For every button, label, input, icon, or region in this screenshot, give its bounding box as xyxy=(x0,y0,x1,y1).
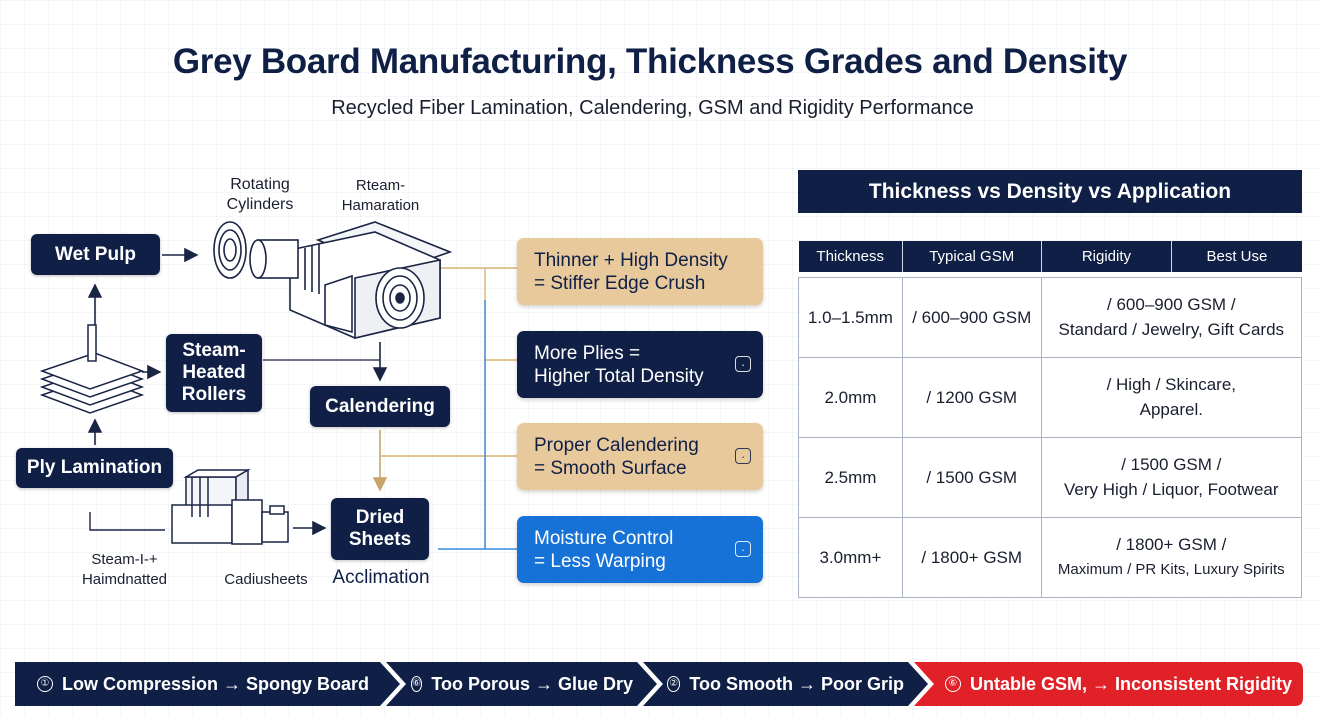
defect-4-text: Untable GSM, → Inconsistent Rigidity xyxy=(970,673,1293,694)
dried-sheets-line2: Sheets xyxy=(348,529,412,550)
defect-untable-gsm: ⑥ Untable GSM, → Inconsistent Rigidity xyxy=(917,662,1297,706)
rollers-label-line1: Steam- xyxy=(182,340,246,361)
node-calendering: Calendering xyxy=(310,386,450,427)
node-wet-pulp-label: Wet Pulp xyxy=(55,243,136,265)
insight-3-line2: = Smooth Surface xyxy=(534,457,687,479)
label-rotating-line2: Cylinders xyxy=(226,196,294,213)
page-subtitle: Recycled Fiber Lamination, Calendering, … xyxy=(331,97,974,119)
cell-thickness: 1.0–1.5mm xyxy=(798,276,903,358)
insight-card-more-plies: More Plies = Higher Total Density · xyxy=(517,331,763,398)
cell-rigidity-use: / 1800+ GSM / Maximum / PR Kits, Luxury … xyxy=(1040,516,1303,598)
label-acclimation: Acclimation xyxy=(332,567,430,588)
defects-banner: ① Low Compression → Spongy Board ⑥ Too P… xyxy=(15,662,1303,706)
cell-gsm: / 600–900 GSM xyxy=(901,276,1042,358)
label-rotating-cylinders: Rotating Cylinders xyxy=(205,175,315,215)
defect-4-number: ⑥ xyxy=(945,676,961,692)
cell-thickness: 3.0mm+ xyxy=(798,516,903,598)
info-icon: · xyxy=(735,355,751,372)
defects-banner-shapes xyxy=(15,662,1303,706)
cell-thickness: 2.5mm xyxy=(798,436,903,518)
label-steam-line1: Steam-I-+ xyxy=(91,551,158,568)
cell-rigidity-use: / 1500 GSM / Very High / Liquor, Footwea… xyxy=(1040,436,1303,518)
label-steam-line2: Haimdnatted xyxy=(81,571,168,588)
table-title: Thickness vs Density vs Application xyxy=(798,170,1302,213)
node-ply-lamination: Ply Lamination xyxy=(16,448,173,488)
defect-low-compression: ① Low Compression → Spongy Board xyxy=(9,662,379,706)
cell-thickness: 2.0mm xyxy=(798,356,903,438)
node-dried-sheets: Dried Sheets xyxy=(331,498,429,560)
stacked-sheets-illustration xyxy=(39,324,145,414)
defect-too-smooth: ② Too Smooth → Poor Grip xyxy=(639,662,904,706)
defect-segment-2-shape xyxy=(386,662,657,706)
insight-card-proper-calendering: Proper Calendering = Smooth Surface · xyxy=(517,423,763,490)
thickness-density-table: Thickness Typical GSM Rigidity Best Use … xyxy=(798,241,1303,598)
cell-gsm: / 1800+ GSM xyxy=(901,516,1042,598)
cell-rigidity-line2: Maximum / PR Kits, Luxury Spirits xyxy=(1057,561,1285,578)
insight-4-line1: Moisture Control xyxy=(534,527,674,549)
defect-1-text: Low Compression → Spongy Board xyxy=(62,673,370,694)
insight-2-line2: Higher Total Density xyxy=(534,365,704,387)
node-steam-heated-rollers: Steam- Heated Rollers xyxy=(166,334,262,412)
defect-too-porous: ⑥ Too Porous → Glue Dry xyxy=(383,662,633,706)
info-icon: · xyxy=(735,447,751,464)
cell-gsm: / 1200 GSM xyxy=(901,356,1042,438)
cell-rigidity-use: / High / Skincare, Apparel. xyxy=(1040,356,1303,438)
defect-2-text: Too Porous → Glue Dry xyxy=(431,673,633,694)
defect-2-number: ⑥ xyxy=(411,676,423,692)
cell-rigidity-line1: / 1500 GSM / xyxy=(1121,455,1222,474)
defect-3-text: Too Smooth → Poor Grip xyxy=(689,673,904,694)
cell-gsm: / 1500 GSM xyxy=(901,436,1042,518)
cell-rigidity-line1: / 600–900 GSM / xyxy=(1107,295,1236,314)
node-calendering-label: Calendering xyxy=(325,395,435,417)
column-header-thickness: Thickness xyxy=(798,241,903,272)
table-header-row: Thickness Typical GSM Rigidity Best Use xyxy=(798,241,1302,272)
rollers-label-line2: Heated xyxy=(182,362,246,383)
insight-card-thinner-density: Thinner + High Density = Stiffer Edge Cr… xyxy=(517,238,763,305)
column-header-best-use: Best Use xyxy=(1171,241,1302,272)
defect-segment-3-shape xyxy=(643,662,928,706)
label-cadiusheets: Cadiusheets xyxy=(224,571,308,588)
cell-rigidity-line2: Apparel. xyxy=(1139,400,1203,419)
insight-card-moisture-control: Moisture Control = Less Warping · xyxy=(517,516,763,583)
insight-1-line2: = Stiffer Edge Crush xyxy=(534,272,706,294)
label-rteam-line1: Rteam- xyxy=(355,177,406,194)
insight-4-line2: = Less Warping xyxy=(534,550,666,572)
table-row: 2.5mm / 1500 GSM / 1500 GSM / Very High … xyxy=(798,436,1303,518)
label-rteam-lamination: Rteam- Hamaration xyxy=(323,176,438,216)
defect-segment-1-shape xyxy=(15,662,400,706)
table-row: 1.0–1.5mm / 600–900 GSM / 600–900 GSM / … xyxy=(798,276,1303,358)
cell-rigidity-line2: Standard / Jewelry, Gift Cards xyxy=(1058,320,1285,339)
rotating-cylinder-illustration xyxy=(213,221,453,340)
cell-rigidity-line1: / 1800+ GSM / xyxy=(1116,535,1227,554)
label-rteam-line2: Hamaration xyxy=(341,197,420,214)
defect-1-number: ① xyxy=(37,676,53,692)
defect-3-number: ② xyxy=(667,676,681,692)
line-ply-machine xyxy=(89,512,165,531)
column-header-rigidity: Rigidity xyxy=(1041,241,1173,272)
cell-rigidity-line2: Very High / Liquor, Footwear xyxy=(1064,480,1279,499)
label-rotating-line1: Rotating xyxy=(230,176,290,193)
defect-segment-4-shape xyxy=(914,662,1303,706)
node-ply-lamination-label: Ply Lamination xyxy=(26,457,163,478)
node-wet-pulp: Wet Pulp xyxy=(31,234,160,275)
table-row: 2.0mm / 1200 GSM / High / Skincare, Appa… xyxy=(798,356,1303,438)
dried-sheets-line1: Dried xyxy=(355,507,405,528)
cell-rigidity-line1: / High / Skincare, xyxy=(1106,375,1237,394)
process-diagram xyxy=(39,221,517,550)
insight-3-line1: Proper Calendering xyxy=(534,434,699,456)
insight-2-line1: More Plies = xyxy=(534,342,641,364)
table-row: 3.0mm+ / 1800+ GSM / 1800+ GSM / Maximum… xyxy=(798,516,1303,598)
drying-machine-illustration xyxy=(171,468,289,545)
cell-rigidity-use: / 600–900 GSM / Standard / Jewelry, Gift… xyxy=(1040,276,1303,358)
label-steam-haimdnatted: Steam-I-+ Haimdnatted xyxy=(62,550,187,590)
info-icon: · xyxy=(735,540,751,557)
insight-1-line1: Thinner + High Density xyxy=(534,249,728,271)
rollers-label-line3: Rollers xyxy=(181,384,247,405)
column-header-typical-gsm: Typical GSM xyxy=(902,241,1042,272)
page-title: Grey Board Manufacturing, Thickness Grad… xyxy=(172,42,1128,81)
